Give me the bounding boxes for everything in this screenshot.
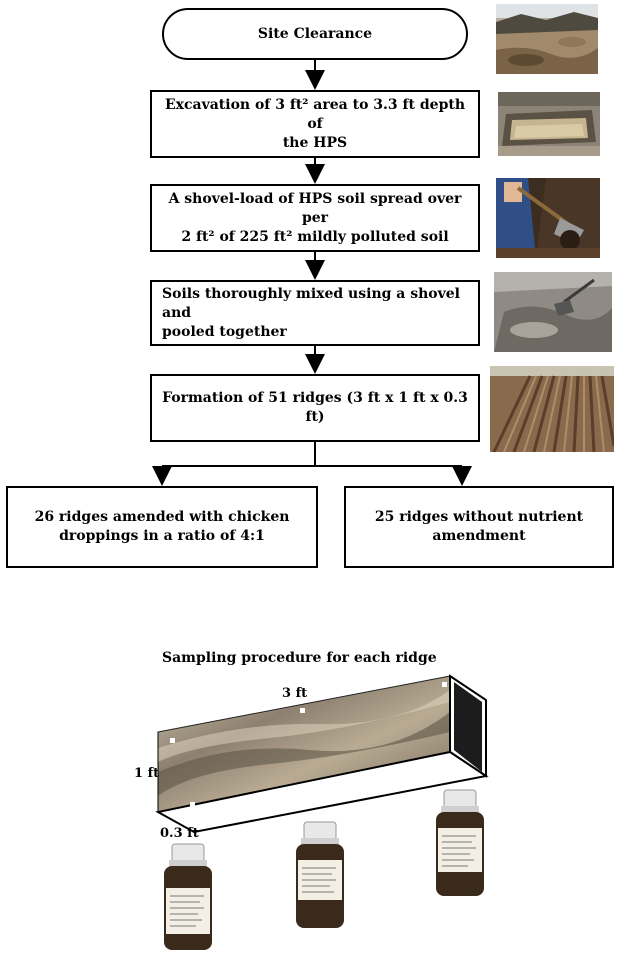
sample-bottle-right xyxy=(432,788,488,898)
excavation-text-line1: Excavation of 3 ft² area to 3.3 ft depth… xyxy=(164,96,466,132)
excavation-text-line2: the HPS xyxy=(282,134,348,151)
ridge-formation-step: Formation of 51 ridges (3 ft x 1 ft x 0.… xyxy=(150,374,480,442)
spreading-text-line1: A shovel-load of HPS soil spread over pe… xyxy=(168,190,462,226)
unamended-text-line2: amendment xyxy=(432,528,526,544)
unamended-ridges-node: 25 ridges without nutrient amendment xyxy=(344,486,614,568)
shovel-spreading-photo xyxy=(496,178,600,258)
unamended-text-line1: 25 ridges without nutrient xyxy=(374,509,584,525)
soil-mixing-photo xyxy=(494,272,612,352)
length-dimension-label: 3 ft xyxy=(282,686,308,701)
spreading-text-line2: 2 ft² of 225 ft² mildly polluted soil xyxy=(181,228,449,245)
site-clearance-photo xyxy=(496,4,598,74)
amended-text-line1: 26 ridges amended with chicken xyxy=(34,509,290,525)
depth-dimension-label: 0.3 ft xyxy=(160,826,199,841)
ridge-block-diagram xyxy=(150,672,500,842)
sampling-caption: Sampling procedure for each ridge xyxy=(162,650,437,666)
sample-bottle-middle xyxy=(292,820,348,930)
excavation-photo xyxy=(498,92,600,156)
ridge-formation-text: Formation of 51 ridges (3 ft x 1 ft x 0.… xyxy=(162,390,468,425)
ridges-photo xyxy=(490,366,614,452)
height-dimension-label: 1 ft xyxy=(134,766,160,781)
site-clearance-node: Site Clearance xyxy=(162,8,468,60)
sample-bottle-left xyxy=(160,842,216,952)
mixing-step: Soils thoroughly mixed using a shovel an… xyxy=(150,280,480,346)
mixing-text-line2: pooled together xyxy=(162,323,287,340)
amended-text-line2: droppings in a ratio of 4:1 xyxy=(59,528,265,544)
excavation-step: Excavation of 3 ft² area to 3.3 ft depth… xyxy=(150,90,480,158)
site-clearance-label: Site Clearance xyxy=(257,25,373,42)
mixing-text-line1: Soils thoroughly mixed using a shovel an… xyxy=(162,285,460,321)
amended-ridges-node: 26 ridges amended with chicken droppings… xyxy=(6,486,318,568)
spreading-step: A shovel-load of HPS soil spread over pe… xyxy=(150,184,480,252)
